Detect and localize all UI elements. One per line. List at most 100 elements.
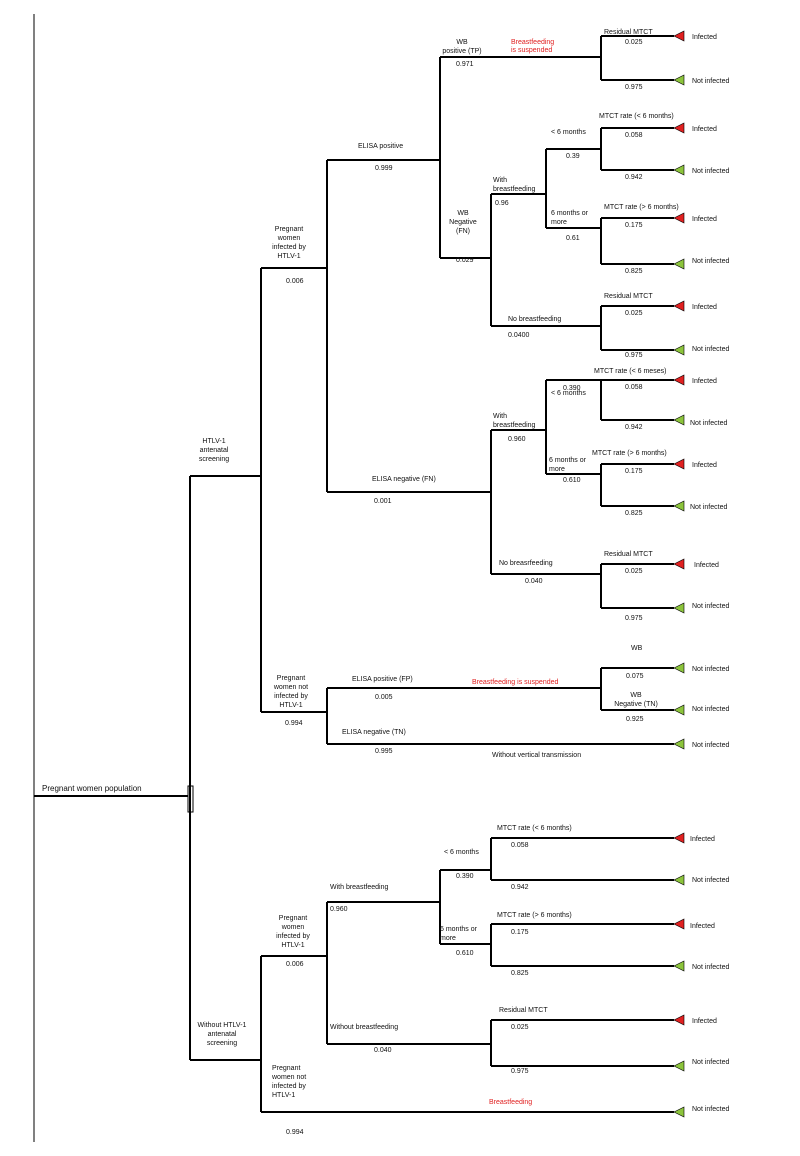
screening-not-infected-prob: 0.994 <box>285 720 303 727</box>
ns-ge6-prob: 0.610 <box>456 950 474 957</box>
ns-not-infected-prob: 0.994 <box>286 1129 304 1136</box>
outcome-label: Infected <box>692 1018 717 1025</box>
terminal-infected-icon[interactable] <box>673 212 685 224</box>
en-lt6-label: < 6 months <box>551 390 586 397</box>
terminal-infected-icon[interactable] <box>673 300 685 312</box>
fn-lt6-prob: 0.39 <box>566 153 580 160</box>
ns-without-bf-label: Without breastfeeding <box>330 1024 398 1031</box>
mtct-rate-label: MTCT rate (> 6 months) <box>592 450 667 457</box>
ni-elisa-split <box>326 687 674 745</box>
ns-split <box>260 955 674 1113</box>
outcome-label: Infected <box>690 923 715 930</box>
prob-label: 0.025 <box>511 1024 529 1031</box>
ni-bf-suspended-label: Breastfeeding is suspended <box>472 679 558 686</box>
terminal-not-infected-icon[interactable] <box>673 874 685 886</box>
wb-positive-prob: 0.971 <box>456 61 474 68</box>
residual-mtct-label: Residual MTCT <box>604 293 653 300</box>
prob-label: 0.825 <box>511 970 529 977</box>
residual-mtct-label: Residual MTCT <box>604 29 653 36</box>
terminal-not-infected-icon[interactable] <box>673 74 685 86</box>
terminal-infected-icon[interactable] <box>673 1014 685 1026</box>
outcome-label: Infected <box>692 304 717 311</box>
outcome-label: Not infected <box>690 420 727 427</box>
prob-label: 0.058 <box>625 384 643 391</box>
prob-label: 0.025 <box>625 39 643 46</box>
en-residual-split <box>600 563 674 609</box>
terminal-infected-icon[interactable] <box>673 918 685 930</box>
terminal-not-infected-icon[interactable] <box>673 662 685 674</box>
terminal-not-infected-icon[interactable] <box>673 258 685 270</box>
terminal-nodes <box>673 30 685 1118</box>
prob-label: 0.975 <box>625 84 643 91</box>
terminal-infected-icon[interactable] <box>673 458 685 470</box>
en-lt6-split <box>600 379 674 421</box>
terminal-not-infected-icon[interactable] <box>673 414 685 426</box>
wb-negative-prob: 0.029 <box>456 257 474 264</box>
prob-label: 0.025 <box>625 310 643 317</box>
terminal-not-infected-icon[interactable] <box>673 738 685 750</box>
residual-a-split <box>600 35 674 81</box>
mtct-rate-label: MTCT rate (< 6 months) <box>497 825 572 832</box>
terminal-not-infected-icon[interactable] <box>673 602 685 614</box>
outcome-label: Not infected <box>692 346 729 353</box>
residual-mtct-label: Residual MTCT <box>499 1007 548 1014</box>
outcome-label: Not infected <box>692 706 729 713</box>
terminal-not-infected-icon[interactable] <box>673 960 685 972</box>
fn-ge6-split <box>600 217 674 265</box>
ns-ge6-split <box>490 923 674 967</box>
prob-label: 0.975 <box>625 352 643 359</box>
terminal-not-infected-icon[interactable] <box>673 164 685 176</box>
terminal-infected-icon[interactable] <box>673 122 685 134</box>
screening-branches <box>190 475 261 1061</box>
elisa-negative-prob: 0.001 <box>374 498 392 505</box>
terminal-not-infected-icon[interactable] <box>673 704 685 716</box>
en-no-bf-prob: 0.040 <box>525 578 543 585</box>
terminal-not-infected-icon[interactable] <box>673 344 685 356</box>
outcome-label: Not infected <box>692 258 729 265</box>
prob-label: 0.025 <box>625 568 643 575</box>
mtct-rate-label: MTCT rate (> 6 months) <box>604 204 679 211</box>
prob-label: 0.942 <box>625 424 643 431</box>
terminal-not-infected-icon[interactable] <box>673 1060 685 1072</box>
outcome-label: Not infected <box>692 78 729 85</box>
ns-with-bf-prob: 0.960 <box>330 906 348 913</box>
terminal-not-infected-icon[interactable] <box>673 1106 685 1118</box>
ns-with-bf-label: With breastfeeding <box>330 884 388 891</box>
terminal-infected-icon[interactable] <box>673 832 685 844</box>
ns-residual-split <box>490 1019 674 1067</box>
outcome-label: Infected <box>690 836 715 843</box>
ni-elisa-pos-prob: 0.005 <box>375 694 393 701</box>
prob-label: 0.825 <box>625 510 643 517</box>
en-age-split <box>545 379 601 475</box>
fn-lt6-split <box>600 127 674 171</box>
elisa-positive-prob: 0.999 <box>375 165 393 172</box>
prob-label: 0.058 <box>625 132 643 139</box>
prob-label: 0.925 <box>626 716 644 723</box>
fn-lt6-label: < 6 months <box>551 129 586 136</box>
elisa-positive-label: ELISA positive <box>358 143 403 150</box>
terminal-not-infected-icon[interactable] <box>673 500 685 512</box>
mtct-rate-label: MTCT rate (> 6 months) <box>497 912 572 919</box>
terminal-infected-icon[interactable] <box>673 30 685 42</box>
ns-lt6-prob: 0.390 <box>456 873 474 880</box>
prob-label: 0.942 <box>511 884 529 891</box>
terminal-infected-icon[interactable] <box>673 374 685 386</box>
fn-bf-split <box>490 193 601 327</box>
outcome-label: Not infected <box>692 1106 729 1113</box>
outcome-label: Infected <box>692 126 717 133</box>
terminal-infected-icon[interactable] <box>673 558 685 570</box>
root-label: Pregnant women population <box>42 784 142 793</box>
en-lt6-prob: 0.390 <box>563 385 581 392</box>
ni-elisa-neg-label: ELISA negative (TN) <box>342 729 406 736</box>
